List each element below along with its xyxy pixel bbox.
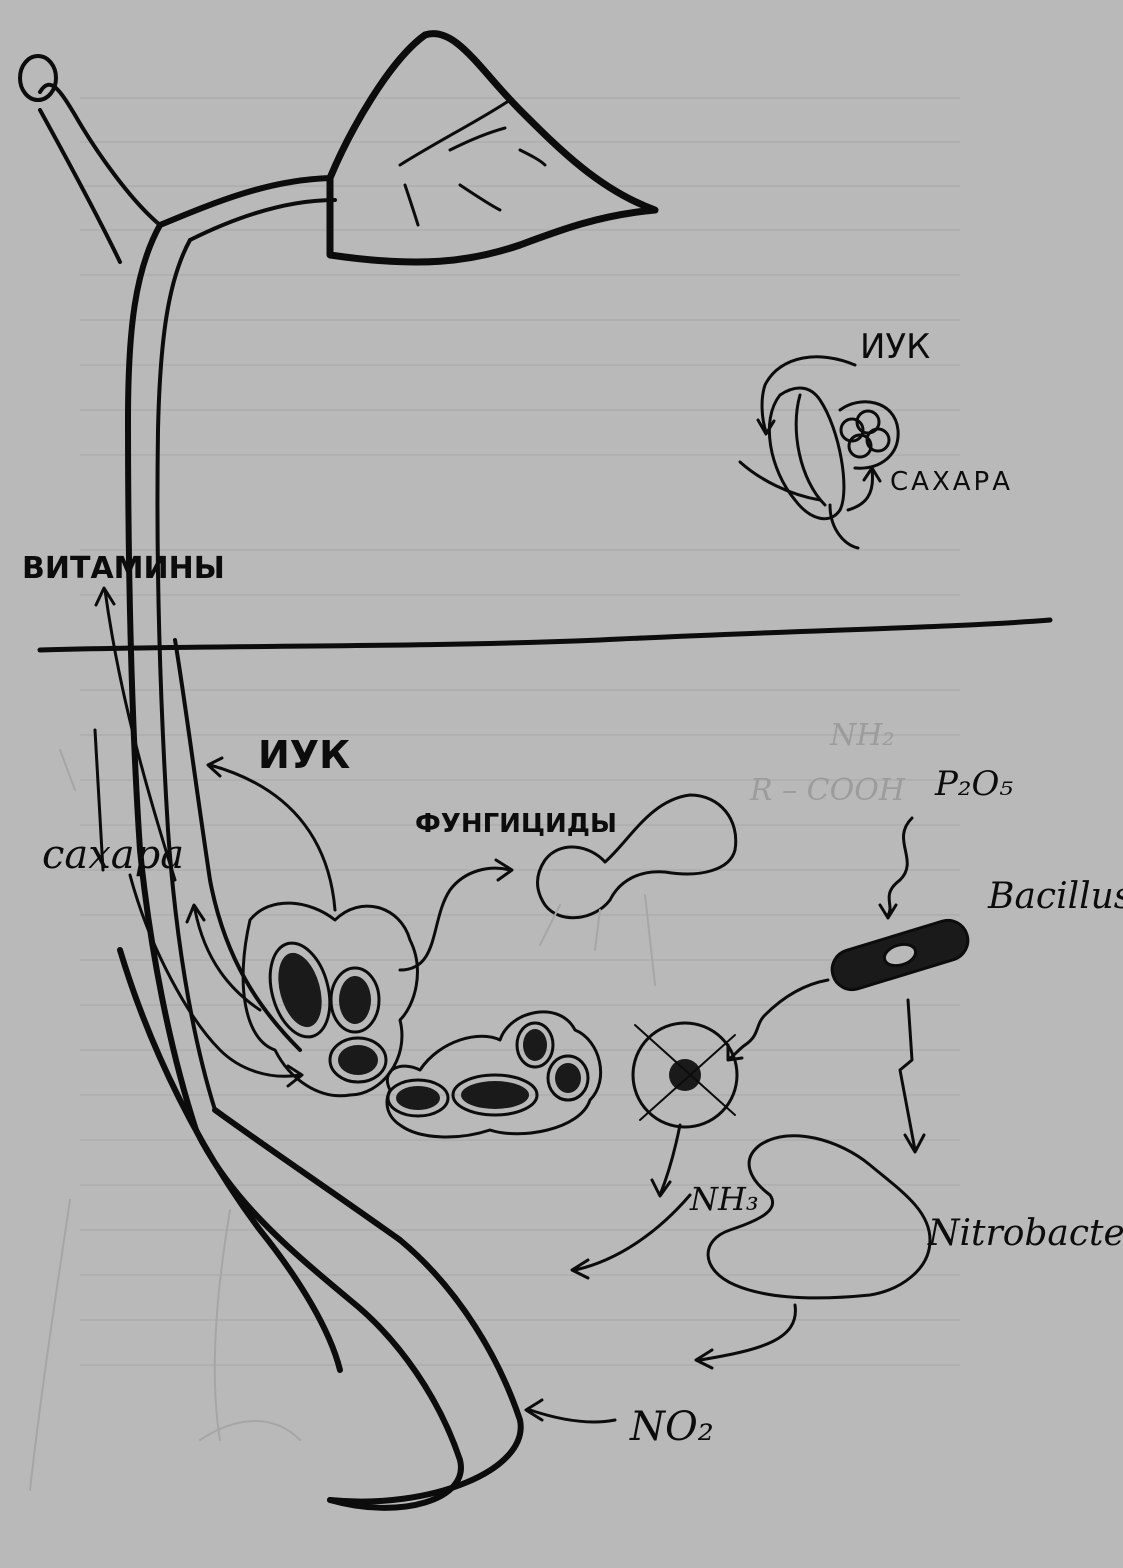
label-no2: NO₂ bbox=[629, 1404, 714, 1450]
label-nitrobacter: Nitrobacter bbox=[927, 1213, 1123, 1254]
label-sahara-root: сахара bbox=[42, 832, 184, 878]
label-amino-group: NH₂ bbox=[829, 718, 894, 753]
curled-tendril-icon bbox=[20, 56, 56, 100]
label-vitaminy: ВИТАМИНЫ bbox=[22, 551, 225, 586]
label-sahara-seed: САХАРА bbox=[890, 467, 1013, 497]
iuk-arrow bbox=[210, 765, 335, 910]
nitrogen-arrows bbox=[526, 1125, 795, 1422]
label-bacillus: Bacillus bbox=[987, 876, 1123, 917]
label-carboxyl: R – COOH bbox=[749, 773, 906, 808]
label-iuk-seed: ИУК bbox=[860, 327, 930, 367]
label-iuk-root: ИУК bbox=[258, 733, 350, 777]
label-fungitsidy: ФУНГИЦИДЫ bbox=[415, 809, 617, 839]
seed-diagram bbox=[740, 357, 898, 548]
soil-surface-line bbox=[40, 620, 1050, 650]
label-p2o5: P₂O₅ bbox=[934, 764, 1013, 804]
background-text-lines bbox=[80, 98, 960, 1365]
leaf bbox=[330, 34, 655, 262]
bacillus-cell bbox=[728, 818, 973, 1152]
label-nh3: NH₃ bbox=[689, 1180, 759, 1218]
